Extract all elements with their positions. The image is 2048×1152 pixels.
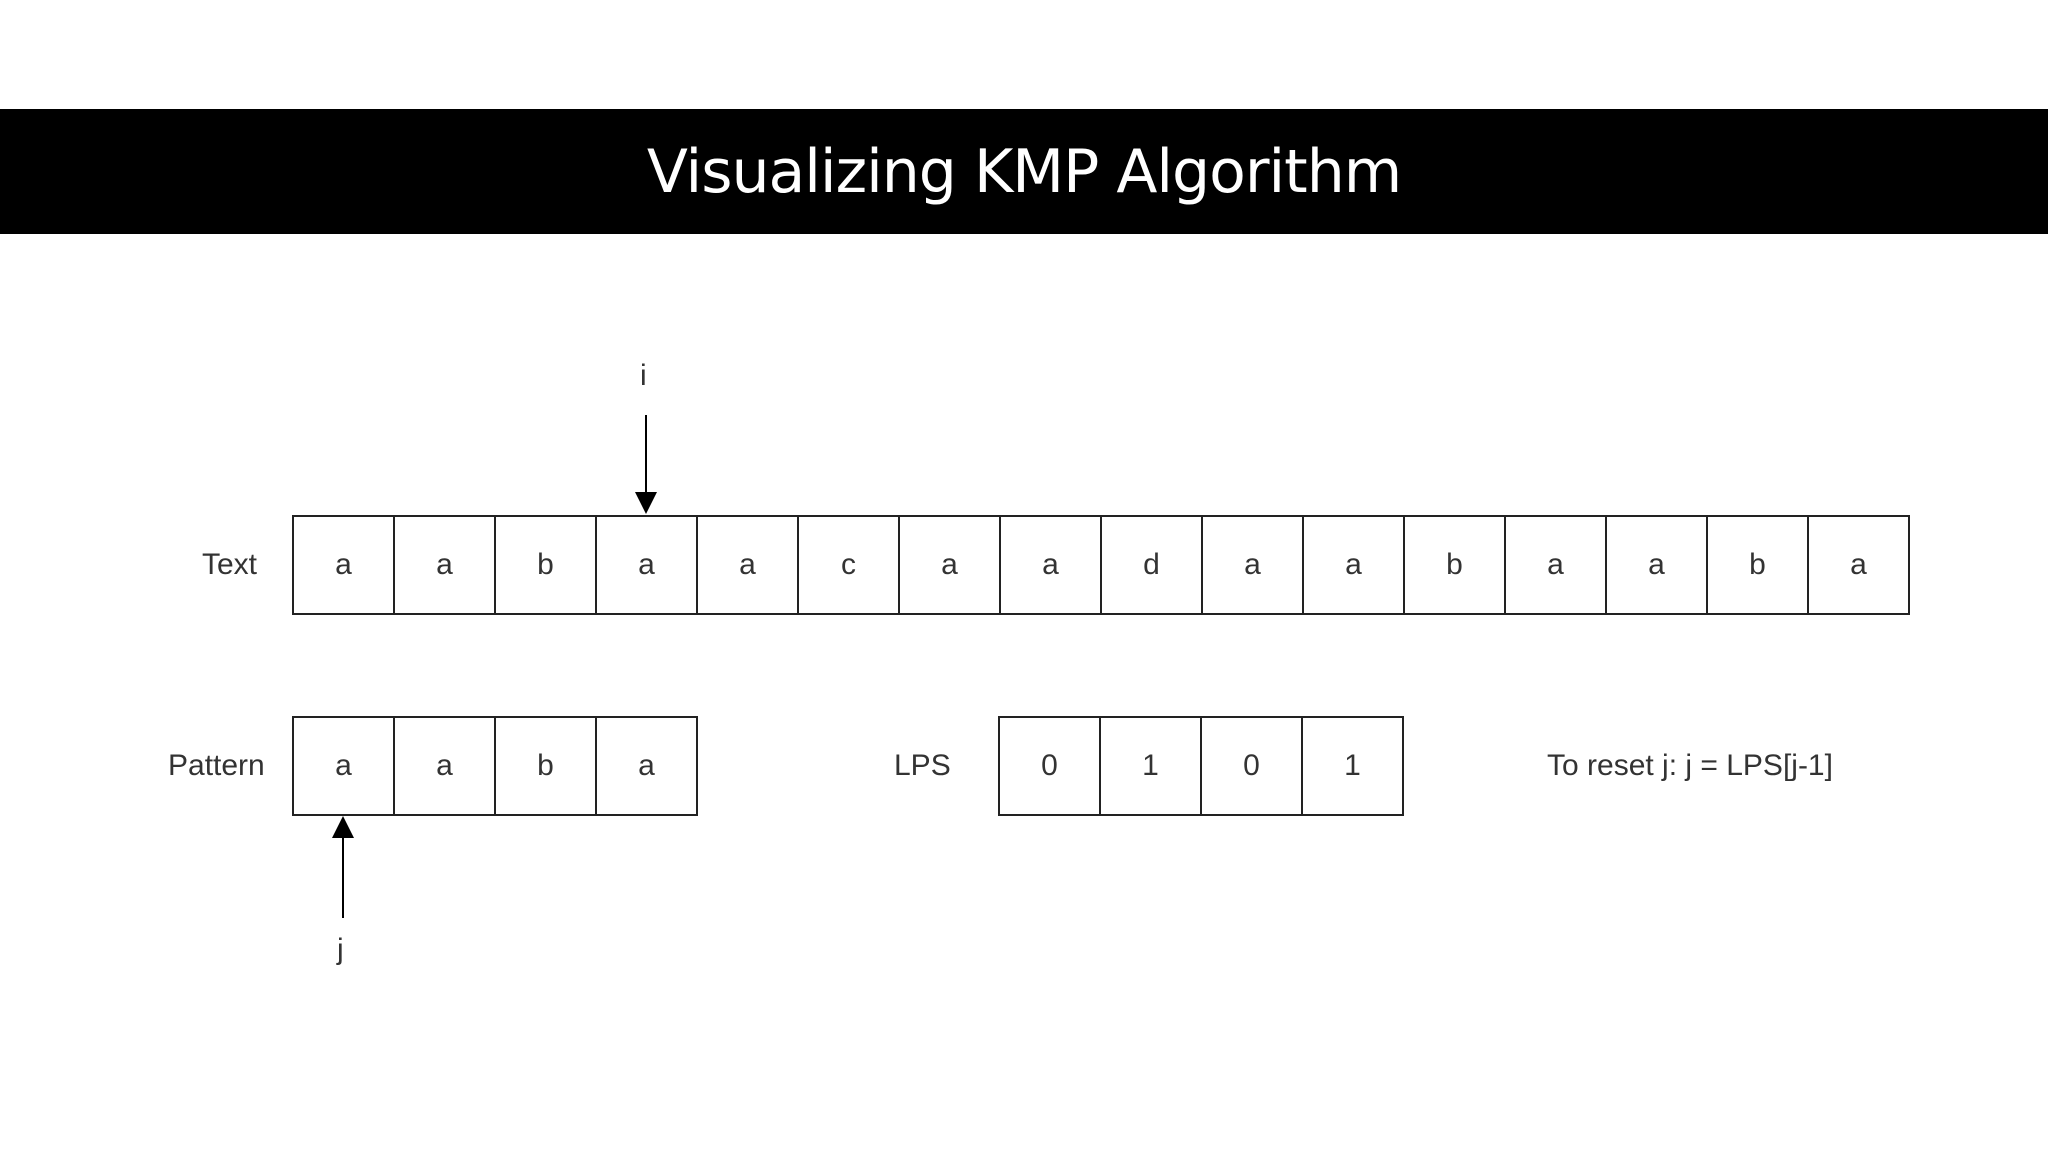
- text-cell: b: [496, 517, 597, 613]
- lps-cell: 1: [1303, 718, 1404, 814]
- lps-cell: 0: [1000, 718, 1101, 814]
- pointer-j-label: j: [337, 933, 344, 966]
- pattern-cell: a: [597, 718, 698, 814]
- pattern-cell: a: [294, 718, 395, 814]
- title-bar: Visualizing KMP Algorithm: [0, 109, 2048, 234]
- pattern-cell: b: [496, 718, 597, 814]
- text-cell: a: [1203, 517, 1304, 613]
- pattern-cell: a: [395, 718, 496, 814]
- pointer-j-arrow: [332, 816, 354, 918]
- page-title: Visualizing KMP Algorithm: [646, 136, 1402, 207]
- text-cell: b: [1708, 517, 1809, 613]
- text-cell: a: [1607, 517, 1708, 613]
- text-cell: a: [294, 517, 395, 613]
- text-cell: a: [900, 517, 1001, 613]
- text-cell: b: [1405, 517, 1506, 613]
- text-row-label: Text: [202, 548, 258, 581]
- text-cell: a: [1001, 517, 1102, 613]
- pointer-i-label: i: [640, 359, 647, 392]
- lps-row-label: LPS: [894, 749, 951, 782]
- lps-cell: 1: [1101, 718, 1202, 814]
- pointer-i-arrow: [635, 415, 657, 514]
- text-cell: a: [1506, 517, 1607, 613]
- text-cell: a: [1809, 517, 1910, 613]
- text-cell: c: [799, 517, 900, 613]
- lps-cell: 0: [1202, 718, 1303, 814]
- text-cell: d: [1102, 517, 1203, 613]
- pattern-row-label: Pattern: [168, 749, 265, 782]
- text-cell: a: [1304, 517, 1405, 613]
- reset-rule-note: To reset j: j = LPS[j-1]: [1547, 749, 1833, 782]
- text-cell: a: [698, 517, 799, 613]
- text-cell: a: [395, 517, 496, 613]
- text-cell: a: [597, 517, 698, 613]
